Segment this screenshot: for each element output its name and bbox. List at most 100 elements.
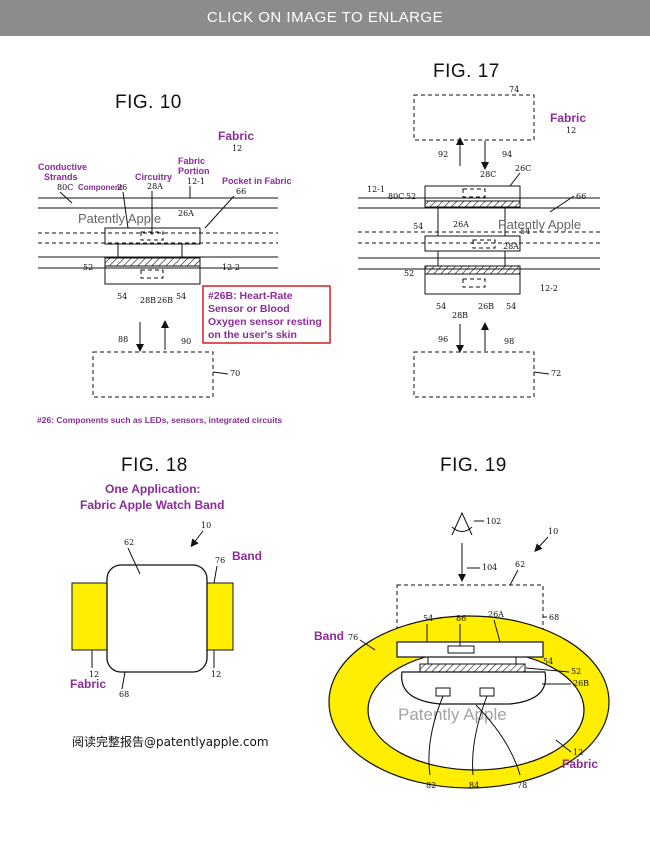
fig19-ref-86: 86 [456,614,466,623]
fig17-watermark: Patently Apple [498,217,581,232]
fig17-ref-12: 12 [566,126,576,135]
fig19-ref-102: 102 [486,517,501,526]
fig18-application-line1: One Application: [105,482,201,496]
fig17-diagram: FIG. 17 74 Fabric 12 92 94 28C 26C 12-1 [358,61,600,398]
fig10-conductive-label: Conductive [38,162,87,172]
fig18-watch-body [106,564,208,673]
fig17-ref-52b: 52 [404,269,414,278]
fig10-diagram: FIG. 10 Fabric 12 Conductive Strands 80C… [37,92,331,425]
fig19-ref-12: 12 [573,748,583,757]
fig17-ref-12-1: 12-1 [367,185,385,194]
fig17-ref-26a: 26A [453,220,469,229]
fig10-ref-54b: 54 [176,292,186,301]
fig10-pocket-label: Pocket in Fabric [222,176,292,186]
fig10-fabric-label: Fabric [218,129,254,143]
fig19-title: FIG. 19 [440,455,507,476]
fig10-fabric-portion-label: Fabric [178,156,205,166]
enlarge-banner[interactable]: CLICK ON IMAGE TO ENLARGE [0,0,650,36]
fig19-ref-62: 62 [515,560,525,569]
fig18-ref-68: 68 [119,690,129,699]
fig10-ref-54a: 54 [117,292,127,301]
fig17-ref-12-2: 12-2 [540,284,558,293]
fig18-band-left [71,582,111,651]
fig19-ref-84: 84 [469,781,479,790]
fig19-ref-52: 52 [571,667,581,676]
fig18-ref-62: 62 [124,538,134,547]
fig18-ref-12b: 12 [211,670,221,679]
fig19-ref-54b: 54 [543,657,553,666]
fig18-ref-10: 10 [201,521,211,530]
fig18-ref-76: 76 [215,556,225,565]
fig19-eye-icon [451,511,473,536]
fig17-ref-98: 98 [504,337,514,346]
fig18-application-line2: Fabric Apple Watch Band [80,498,224,512]
fig17-ref-26c: 26C [515,164,531,173]
fig10-ref-26a: 26A [178,209,194,218]
fig19-ref-26a: 26A [488,610,504,619]
fig17-ref-54a: 54 [413,222,423,231]
fig10-portion-label: Portion [178,166,210,176]
fig17-ref-54c: 54 [436,302,446,311]
fig19-ref-78: 78 [517,781,527,790]
fig17-ref-54d: 54 [506,302,516,311]
fig10-ref-28b: 28B [140,296,156,305]
fig10-strands-label: Strands [44,172,78,182]
fig19-ref-82: 82 [426,781,436,790]
fig10-watermark: Patently Apple [78,211,161,226]
fig17-ref-96: 96 [438,335,448,344]
fig19-ref-26b: 26B [573,679,589,688]
fig17-ref-28a: 28A [503,242,519,251]
fig10-annotation-line1: #26B: Heart-Rate [208,290,293,302]
fig10-ref-90: 90 [181,337,191,346]
fig18-title: FIG. 18 [121,455,188,476]
fig17-ref-72: 72 [551,369,561,378]
fig18-band-label: Band [232,549,262,563]
fig19-ref-10: 10 [548,527,558,536]
fig10-ref-12-2: 12-2 [222,263,240,272]
fig19-ref-54: 54 [423,614,433,623]
fig10-ref-52: 52 [83,263,93,272]
fig19-ref-76: 76 [348,633,358,642]
fig10-ref-12-1: 12-1 [187,177,205,186]
fig17-ref-52a: 52 [406,192,416,201]
fig10-annotation-box [202,285,331,344]
fig17-ref-94: 94 [502,150,512,159]
fig10-components-note: #26: Components such as LEDs, sensors, i… [37,415,282,425]
fig18-fabric-label: Fabric [70,677,106,691]
fig10-circuitry-label: Circuitry [135,172,172,182]
fig17-ref-74: 74 [509,85,519,94]
fig19-ref-68: 68 [549,613,559,622]
fig10-ref-26: 26 [117,183,127,192]
fig19-diagram: FIG. 19 102 10 104 62 68 [314,455,610,790]
fig19-ref-104: 104 [482,563,497,572]
fig18-diagram: FIG. 18 One Application: Fabric Apple Wa… [70,455,262,699]
fig10-ref-12: 12 [232,144,242,153]
fig19-sensor-housing [401,671,547,705]
fig17-ref-92: 92 [438,150,448,159]
fig10-ref-80c: 80C [57,183,73,192]
fig17-ref-66: 66 [576,192,586,201]
fig19-fabric-label: Fabric [562,757,598,771]
fig10-ref-88: 88 [118,335,128,344]
fig10-ref-66: 66 [236,187,246,196]
fig10-title: FIG. 10 [115,92,182,113]
fig18-band-right [204,582,234,651]
fig10-ref-26b: 26B [157,296,173,305]
fig10-annotation-line2: Sensor or Blood [208,303,290,315]
fig19-band-label: Band [314,629,344,643]
footer-source-text[interactable]: 阅读完整报告@patentlyapple.com [72,735,269,749]
fig17-ref-28b: 28B [452,311,468,320]
fig10-ref-70: 70 [230,369,240,378]
fig10-annotation-line3: Oxygen sensor resting [208,316,322,328]
fig10-ref-28a: 28A [147,182,163,191]
fig17-ref-54b: 54 [520,227,530,236]
fig17-ref-28c: 28C [480,170,496,179]
fig10-component-label: Component [78,183,123,192]
fig18-ref-12a: 12 [89,670,99,679]
fig17-ref-26b: 26B [478,302,494,311]
fig17-ref-80c: 80C [388,192,404,201]
fig17-title: FIG. 17 [433,61,500,82]
fig10-annotation-line4: on the user's skin [208,329,297,341]
